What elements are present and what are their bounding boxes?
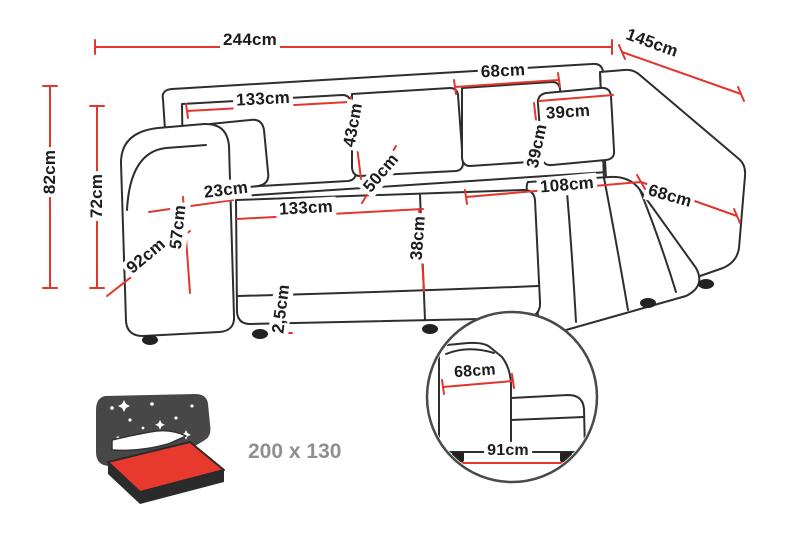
dim-seat-height-label: 38cm — [406, 212, 430, 264]
dim-total-height-label: 82cm — [40, 146, 60, 198]
detail-armrest-width-label: 68cm — [450, 361, 500, 383]
dim-seat-width-label: 133cm — [275, 196, 337, 220]
bed-base-shape — [108, 462, 224, 504]
dim-pillow-width-label: 39cm — [542, 100, 594, 124]
sofa-outline — [120, 62, 747, 337]
dim-back-height-label: 72cm — [87, 170, 107, 222]
sleeping-area-label: 200 x 130 — [248, 440, 342, 463]
sheet-shape — [111, 429, 187, 452]
dim-chaise-back-width-label: 68cm — [477, 59, 529, 83]
dim-total-width-label: 244cm — [220, 30, 280, 50]
sleeping-function-icon — [96, 394, 225, 504]
detail-armrest-depth-label: 91cm — [484, 441, 532, 461]
dim-back-cushion-width-label: 133cm — [232, 87, 294, 111]
